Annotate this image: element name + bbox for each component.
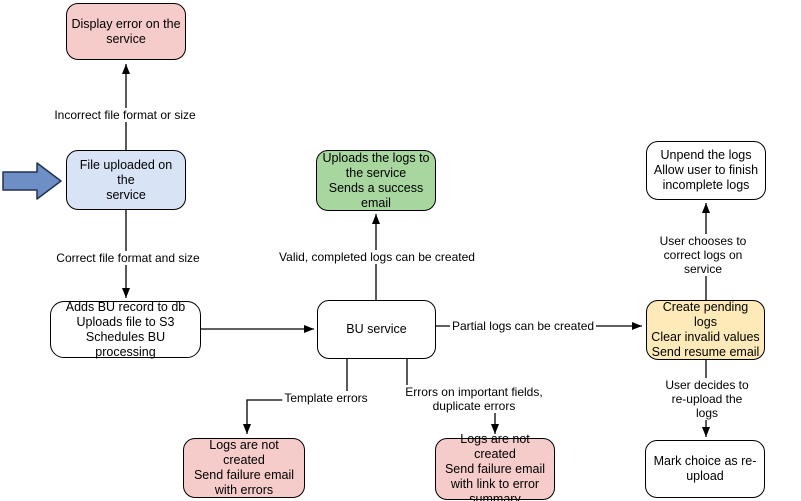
edge-label-field-errors: Errors on important fields, duplicate er… [403, 385, 545, 413]
edge-label-partial-logs: Partial logs can be created [449, 319, 597, 333]
edge-label-incorrect-format: Incorrect file format or size [52, 108, 198, 122]
node-file-uploaded: File uploaded on the service [66, 150, 186, 210]
edge-label-valid-logs: Valid, completed logs can be created [277, 250, 477, 264]
node-display-error: Display error on the service [66, 3, 186, 60]
edge-label-template-errors: Template errors [282, 391, 370, 405]
edge-label-user-decides: User decides to re-upload the logs [660, 378, 754, 420]
edge-label-user-chooses: User chooses to correct logs on service [654, 234, 752, 276]
node-mark-reupload: Mark choice as re- upload [645, 440, 765, 498]
edge-label-correct-format: Correct file format and size [54, 251, 202, 265]
node-adds-bu-record: Adds BU record to db Uploads file to S3 … [50, 300, 201, 359]
node-create-pending-logs: Create pending logs Clear invalid values… [646, 300, 765, 360]
node-logs-failure-summary: Logs are not created Send failure email … [435, 432, 555, 501]
node-unpend-logs: Unpend the logs Allow user to finish inc… [646, 141, 766, 200]
node-logs-failure-errors: Logs are not created Send failure email … [183, 438, 305, 498]
node-bu-service: BU service [317, 300, 436, 359]
entry-arrow-icon [2, 162, 62, 200]
node-uploads-logs-success: Uploads the logs to the service Sends a … [316, 150, 436, 211]
